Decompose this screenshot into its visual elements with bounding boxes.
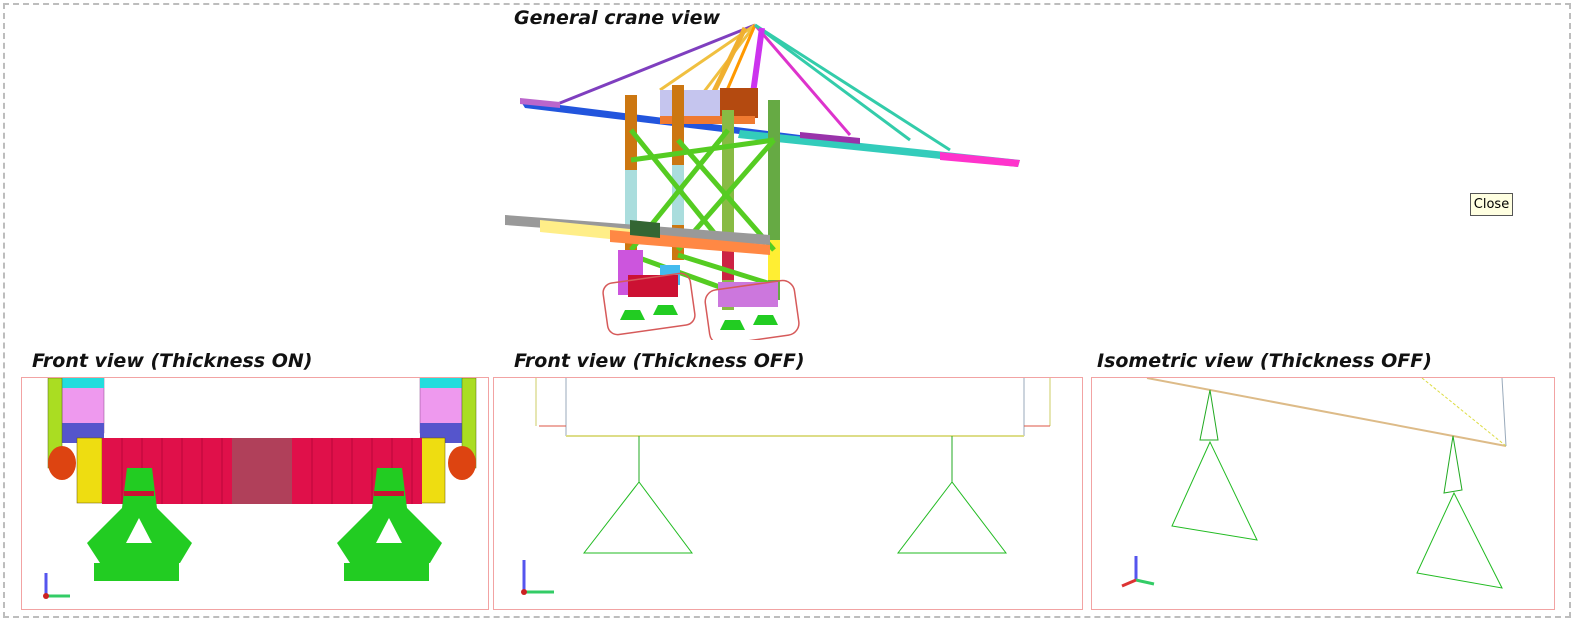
- triad-axis-icon: [521, 560, 554, 595]
- panel-front-view-thickness-off: [493, 377, 1083, 610]
- triad-axis-icon: [43, 573, 70, 599]
- panel-front-view-thickness-on: [21, 377, 489, 610]
- title-front-view-thickness-on: Front view (Thickness ON): [32, 350, 313, 372]
- triad-axis-icon: [1121, 556, 1155, 588]
- front-view-thickness-on-image: [43, 378, 477, 599]
- title-general-crane-view: General crane view: [514, 7, 721, 29]
- title-isometric-view-thickness-off: Isometric view (Thickness OFF): [1097, 350, 1432, 372]
- panel-isometric-view-thickness-off: [1091, 377, 1555, 610]
- close-button[interactable]: Close: [1470, 193, 1513, 216]
- isometric-view-thickness-off-image: [1121, 378, 1507, 589]
- general-crane-image: [505, 23, 1020, 340]
- front-view-thickness-off-image: [521, 378, 1051, 595]
- title-front-view-thickness-off: Front view (Thickness OFF): [514, 350, 805, 372]
- dashed-frame: [3, 3, 1571, 618]
